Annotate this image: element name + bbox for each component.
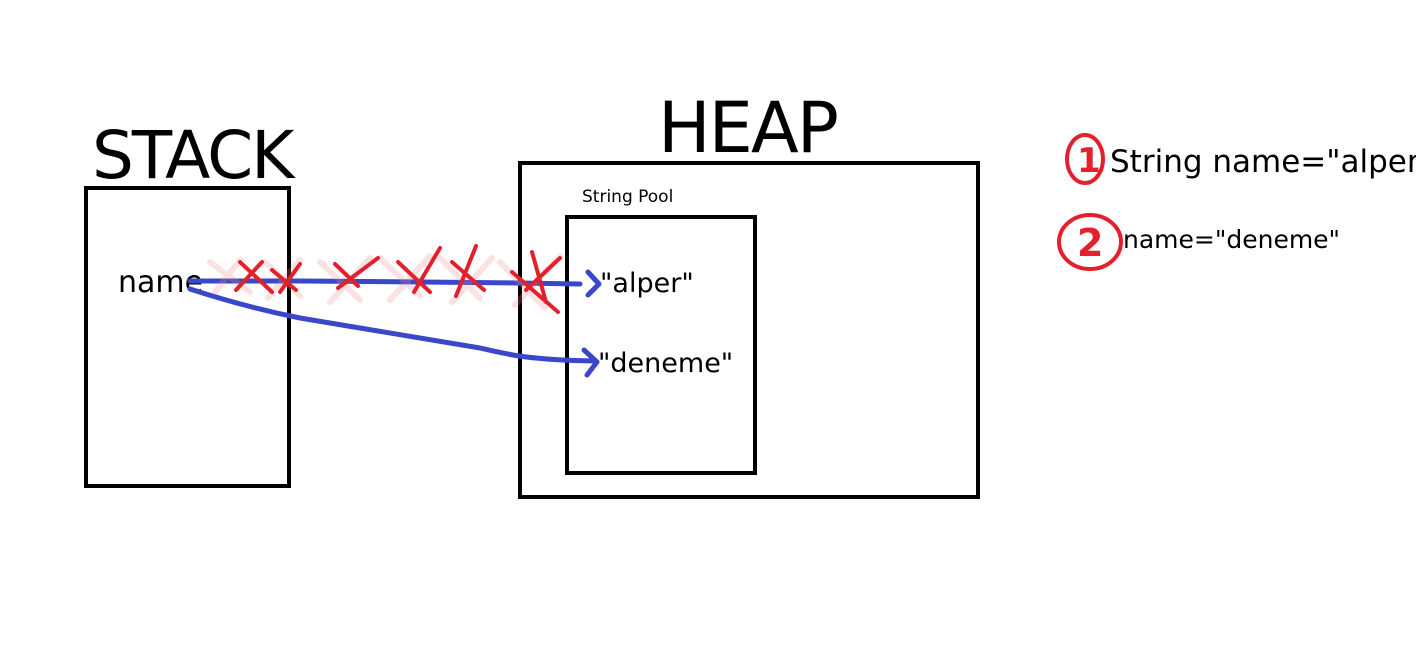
arrowhead-deneme xyxy=(581,347,600,378)
step-2: 2 name="deneme" xyxy=(1057,213,1340,271)
step-2-code: name="deneme" xyxy=(1123,225,1340,254)
string-pool-label: String Pool xyxy=(582,187,673,207)
stack-title: STACK xyxy=(92,117,296,194)
pointer-to-deneme xyxy=(187,286,598,364)
step-1: 1 String name="alper" xyxy=(1065,133,1416,185)
heap-box xyxy=(518,161,980,499)
step-1-circle xyxy=(1065,133,1105,185)
pool-value-deneme: "deneme" xyxy=(598,348,733,379)
string-pool-box xyxy=(565,215,757,475)
crossed-out-marks xyxy=(207,244,563,314)
stack-box xyxy=(84,186,291,488)
cross-marks xyxy=(234,244,562,314)
pool-value-alper: "alper" xyxy=(600,268,694,299)
step-2-number: 2 xyxy=(1077,221,1103,265)
step-1-number: 1 xyxy=(1077,141,1101,181)
step-1-code: String name="alper" xyxy=(1110,144,1416,180)
step-2-circle xyxy=(1057,213,1123,271)
arrowhead-alper xyxy=(585,269,602,298)
heap-title: HEAP xyxy=(658,87,837,169)
